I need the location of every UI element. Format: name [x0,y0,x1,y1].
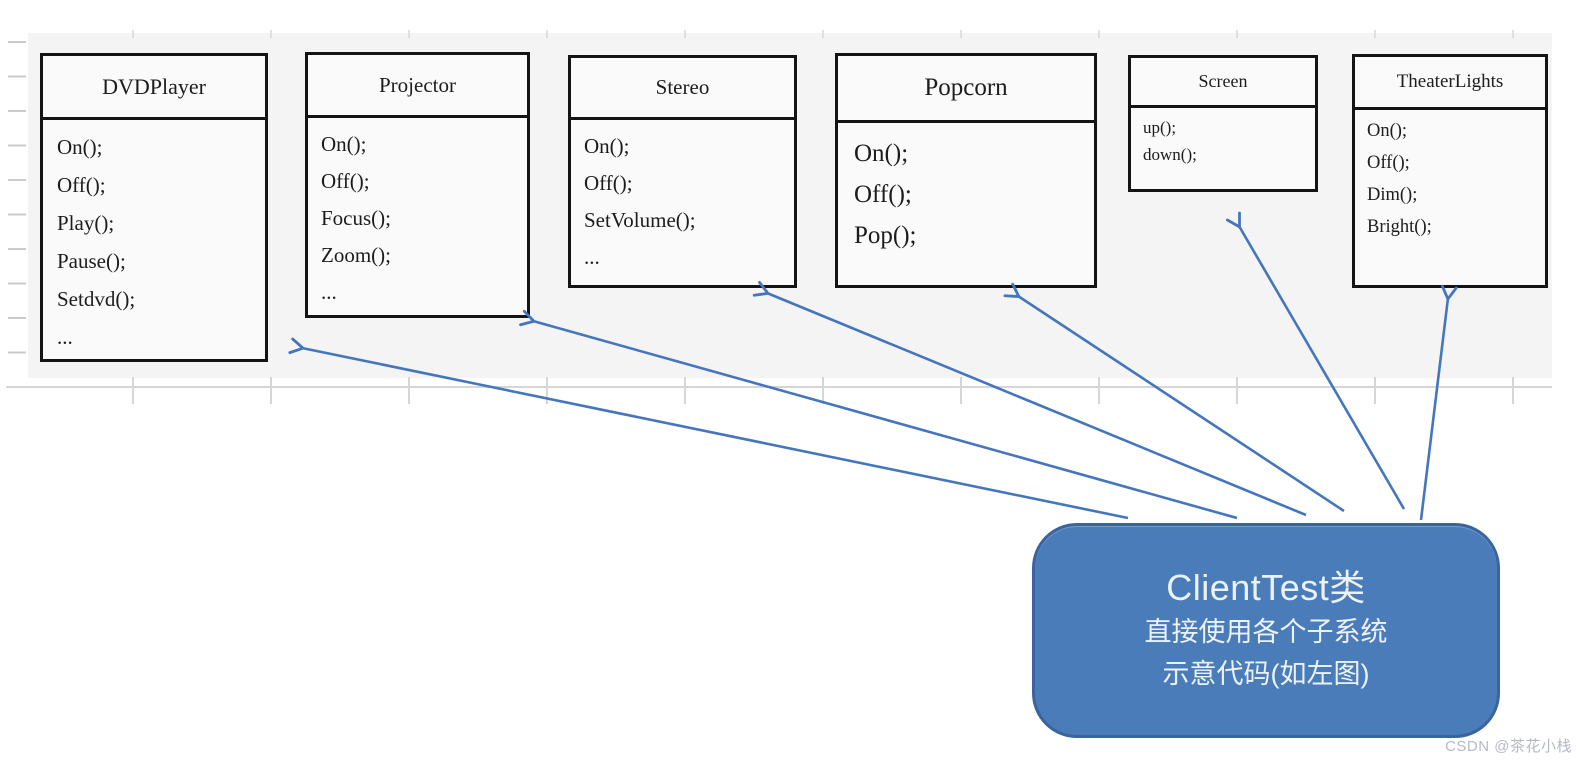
class-method-list: On(); Off(); Focus(); Zoom();... [308,118,527,311]
class-method: Focus(); [321,206,391,230]
class-method: Off(); [321,169,370,193]
class-method: Play(); [57,211,115,235]
class-method: Off(); [854,181,912,208]
class-method-list: On(); Off(); Dim(); Bright(); [1355,110,1545,243]
class-method: Off(); [584,171,633,195]
client-test-box: ClientTest类 直接使用各个子系统 示意代码(如左图) [1032,523,1500,738]
class-method: Off(); [1367,153,1410,173]
client-test-title: ClientTest类 [1166,567,1366,609]
class-method: On(); [584,134,630,158]
class-method: Pop(); [854,222,917,249]
class-method: ... [321,280,337,304]
class-method: On(); [854,140,909,167]
class-method: ... [57,325,73,349]
class-method-list: On(); Off(); Pop(); [838,123,1094,256]
client-test-subtitle-1: 直接使用各个子系统 [1144,617,1388,648]
class-box-screen: Screen up(); down(); [1128,55,1318,192]
class-method: On(); [1367,121,1408,141]
client-test-subtitle-2: 示意代码(如左图) [1162,658,1370,689]
class-method: Bright(); [1367,217,1432,237]
left-ruler-ticks [8,41,26,361]
class-title: TheaterLights [1355,57,1545,110]
class-title: Screen [1131,58,1315,108]
class-method: On(); [321,132,367,156]
class-method: On(); [57,135,103,159]
top-grid-ticks [0,30,1556,38]
class-method: Dim(); [1367,185,1418,205]
class-method-list: up(); down(); [1131,108,1315,168]
class-title: Projector [308,55,527,118]
class-title: Popcorn [838,56,1094,123]
class-method: ... [584,245,600,269]
class-method: down(); [1143,145,1197,164]
class-method-list: On(); Off(); SetVolume();... [571,120,794,276]
class-method: Off(); [57,173,106,197]
class-method-list: On(); Off(); Play(); Pause(); Setdvd();... [43,120,265,356]
bottom-grid-ticks [0,377,1556,404]
class-title: Stereo [571,58,794,120]
csdn-watermark: CSDN @茶花小栈 [1445,738,1572,755]
class-method: SetVolume(); [584,208,696,232]
class-method: Zoom(); [321,243,391,267]
class-method: Setdvd(); [57,287,136,311]
class-method: up(); [1143,118,1177,137]
class-method: Pause(); [57,249,126,273]
class-title: DVDPlayer [43,56,265,120]
